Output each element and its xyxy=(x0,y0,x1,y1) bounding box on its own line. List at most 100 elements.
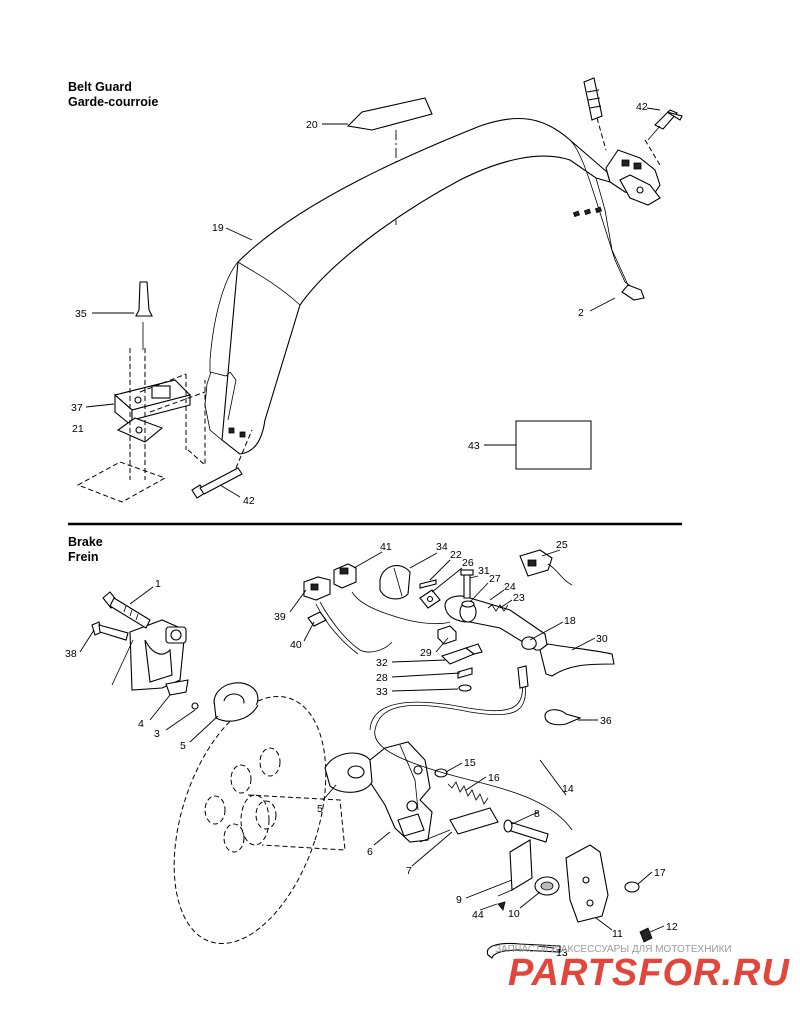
part-8-adjuster xyxy=(503,819,549,843)
part-32-lever xyxy=(440,643,483,665)
belt-guard-title-fr: Garde-courroie xyxy=(68,95,159,109)
part-38-bolt xyxy=(91,621,129,641)
part-30-lever xyxy=(539,643,615,677)
part-31-bolt xyxy=(460,569,474,599)
belt-guard-title: Belt Guard Garde-courroie xyxy=(68,80,158,110)
callout-21: 21 xyxy=(72,423,84,435)
callout-39: 39 xyxy=(274,611,286,623)
part-41-switch xyxy=(333,563,357,589)
watermark-tagline: ЗАПЧАСТИ И АКСЕССУАРЫ ДЛЯ МОТОТЕХНИКИ xyxy=(495,944,732,955)
callout-14: 14 xyxy=(562,783,574,795)
part-28-pin xyxy=(457,667,473,679)
part-29-block xyxy=(437,625,457,645)
callout-1: 1 xyxy=(155,578,161,590)
watermark-brand: PARTSFOR.RU xyxy=(508,952,790,994)
callout-29: 29 xyxy=(420,647,432,659)
callout-36: 36 xyxy=(600,715,612,727)
part-22-screw xyxy=(419,579,437,589)
callout-5-left: 5 xyxy=(180,740,186,752)
part-34-cover xyxy=(379,565,411,600)
mounting-surface xyxy=(76,348,206,503)
part-36-clip xyxy=(544,709,582,726)
part-27-washer xyxy=(461,600,475,608)
belt-guard-title-en: Belt Guard xyxy=(68,80,132,94)
brake-title: Brake Frein xyxy=(68,535,103,565)
brake-title-fr: Frein xyxy=(68,550,99,564)
callout-2: 2 xyxy=(578,307,584,319)
part-16-spring xyxy=(447,781,489,805)
wiring xyxy=(315,591,451,655)
callout-23: 23 xyxy=(513,592,525,604)
callout-12: 12 xyxy=(666,921,678,933)
callout-44: 44 xyxy=(472,909,484,921)
brake-disc xyxy=(173,695,346,945)
part-9-bracket xyxy=(497,839,533,897)
part-5-pad-left xyxy=(213,682,259,722)
part-6-caliper-half xyxy=(369,741,433,843)
belt-guard-section: 20 19 42 2 35 37 21 43 42 xyxy=(71,77,683,507)
callout-32: 32 xyxy=(376,657,388,669)
callout-25: 25 xyxy=(556,539,568,551)
part-1-bolt xyxy=(102,591,151,629)
callout-22: 22 xyxy=(450,549,462,561)
callout-5-right: 5 xyxy=(317,803,323,815)
part-13-pin xyxy=(486,942,561,959)
part-26-bracket xyxy=(419,589,441,609)
callout-24: 24 xyxy=(504,581,516,593)
part-10-knob xyxy=(534,876,560,896)
callout-17: 17 xyxy=(654,867,666,879)
part-7-bracket xyxy=(419,807,499,843)
callout-34: 34 xyxy=(436,541,448,553)
part-25-sensor xyxy=(519,549,573,586)
callout-13: 13 xyxy=(556,947,568,959)
part-14-cable xyxy=(369,665,573,831)
part-42-upper-bolt xyxy=(647,109,683,141)
part-42-lower-bolt xyxy=(191,429,253,499)
callout-28: 28 xyxy=(376,672,388,684)
callout-6: 6 xyxy=(367,846,373,858)
part-5-pad-right xyxy=(324,752,373,793)
watermark: ЗАПЧАСТИ И АКСЕССУАРЫ ДЛЯ МОТОТЕХНИКИ PA… xyxy=(495,944,790,994)
callout-42-lower: 42 xyxy=(243,495,255,507)
callout-3: 3 xyxy=(154,728,160,740)
part-18-clip xyxy=(521,636,537,650)
part-35-rivet xyxy=(135,281,153,350)
part-12-screw xyxy=(639,927,653,943)
part-43-box xyxy=(515,420,592,470)
callout-4: 4 xyxy=(138,718,144,730)
part-39-connector xyxy=(303,576,331,601)
callout-20: 20 xyxy=(306,119,318,131)
part-33-washer xyxy=(458,684,472,692)
callout-9: 9 xyxy=(456,894,462,906)
callout-43: 43 xyxy=(468,440,480,452)
callout-35: 35 xyxy=(75,308,87,320)
callout-16: 16 xyxy=(488,772,500,784)
callout-42-upper: 42 xyxy=(636,101,648,113)
callout-31: 31 xyxy=(478,565,490,577)
part-11-bracket xyxy=(565,844,609,923)
callout-27: 27 xyxy=(489,573,501,585)
part-21-plate xyxy=(116,417,164,443)
brake-title-en: Brake xyxy=(68,535,103,549)
part-37-bracket xyxy=(113,379,192,428)
part-3-spring xyxy=(165,679,199,710)
brake-section: 41 34 22 25 26 31 27 24 23 1 39 18 30 40… xyxy=(65,539,678,959)
callout-40: 40 xyxy=(290,639,302,651)
part-19-belt-guard xyxy=(204,117,645,455)
callout-15: 15 xyxy=(464,757,476,769)
callout-8: 8 xyxy=(534,808,540,820)
part-40-clip xyxy=(307,611,327,627)
callout-11: 11 xyxy=(612,928,623,940)
callout-38: 38 xyxy=(65,648,77,660)
part-44-clip xyxy=(497,901,506,911)
callout-37: 37 xyxy=(71,402,83,414)
part-17-nut xyxy=(624,881,640,893)
callout-7: 7 xyxy=(406,865,412,877)
callout-18: 18 xyxy=(564,615,576,627)
callout-19: 19 xyxy=(212,222,224,234)
upper-bracket xyxy=(583,77,661,206)
callout-33: 33 xyxy=(376,686,388,698)
callout-30: 30 xyxy=(596,633,608,645)
callout-26: 26 xyxy=(462,557,474,569)
